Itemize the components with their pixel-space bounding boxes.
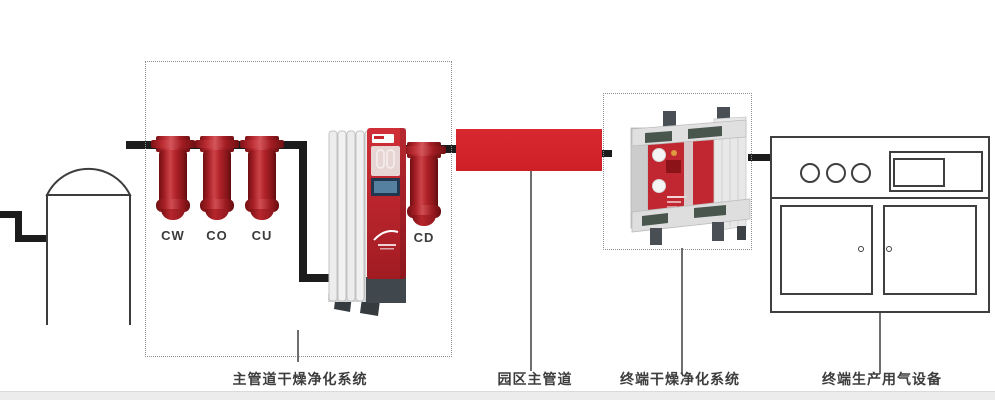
footer-band bbox=[0, 391, 995, 400]
filter-cap bbox=[151, 136, 195, 152]
label-terminal-equipment: 终端生产用气设备 bbox=[822, 371, 942, 387]
cabinet-display-panel bbox=[889, 151, 983, 192]
filter-cap bbox=[240, 136, 284, 152]
cabinet-door-right bbox=[883, 205, 977, 295]
leader-main-system bbox=[297, 330, 299, 362]
door-knob-right bbox=[886, 246, 892, 252]
filter-cap bbox=[195, 136, 239, 152]
filter-bulge bbox=[407, 205, 441, 218]
leader-terminal-equipment bbox=[879, 313, 881, 374]
label-terminal-system: 终端干燥净化系统 bbox=[620, 371, 740, 387]
filter-cd-label: CD bbox=[413, 230, 435, 245]
terminal-outlet-pipe bbox=[748, 154, 772, 161]
filter-co-label: CO bbox=[206, 228, 228, 243]
terminal-purifier-icon bbox=[630, 107, 751, 245]
cabinet-knob-1 bbox=[800, 163, 820, 183]
leader-park-pipeline bbox=[530, 171, 532, 371]
filter-tip bbox=[250, 209, 274, 220]
park-pipe-stub bbox=[600, 150, 612, 157]
park-main-pipeline-block bbox=[456, 129, 602, 171]
cabinet-display-screen bbox=[893, 158, 945, 187]
inlet-pipe-vertical bbox=[15, 211, 22, 242]
dryer-inlet-pipe bbox=[299, 274, 333, 282]
filter-bulge bbox=[200, 199, 234, 212]
filter-tip bbox=[161, 209, 185, 220]
filter-cu-icon bbox=[240, 136, 284, 224]
cabinet-divider bbox=[772, 197, 988, 199]
inlet-pipe-horizontal-lower bbox=[15, 235, 50, 242]
cabinet-knob-3 bbox=[851, 163, 871, 183]
filter-cw-label: CW bbox=[161, 228, 185, 243]
filter-cw-icon bbox=[151, 136, 195, 224]
filter-cd-icon bbox=[402, 142, 446, 230]
filter-co-icon bbox=[195, 136, 239, 224]
filter-bulge bbox=[245, 199, 279, 212]
cabinet-door-left bbox=[780, 205, 873, 295]
cabinet-knob-2 bbox=[826, 163, 846, 183]
filter-cu-label: CU bbox=[251, 228, 273, 243]
main-pipe-riser bbox=[299, 141, 307, 282]
gas-equipment-cabinet bbox=[770, 136, 990, 313]
filter-tip bbox=[205, 209, 229, 220]
filter-bulge bbox=[156, 199, 190, 212]
label-main-pipeline-system: 主管道干燥净化系统 bbox=[232, 371, 368, 387]
adsorption-dryer-icon bbox=[328, 128, 406, 316]
air-receiver-tank-icon bbox=[45, 167, 132, 325]
leader-terminal-system bbox=[681, 248, 683, 374]
label-park-main-pipeline: 园区主管道 bbox=[497, 371, 573, 387]
filter-tip bbox=[412, 215, 436, 226]
door-knob-left bbox=[858, 246, 864, 252]
inlet-pipe-horizontal-upper bbox=[0, 211, 22, 218]
filter-cap bbox=[402, 142, 446, 158]
